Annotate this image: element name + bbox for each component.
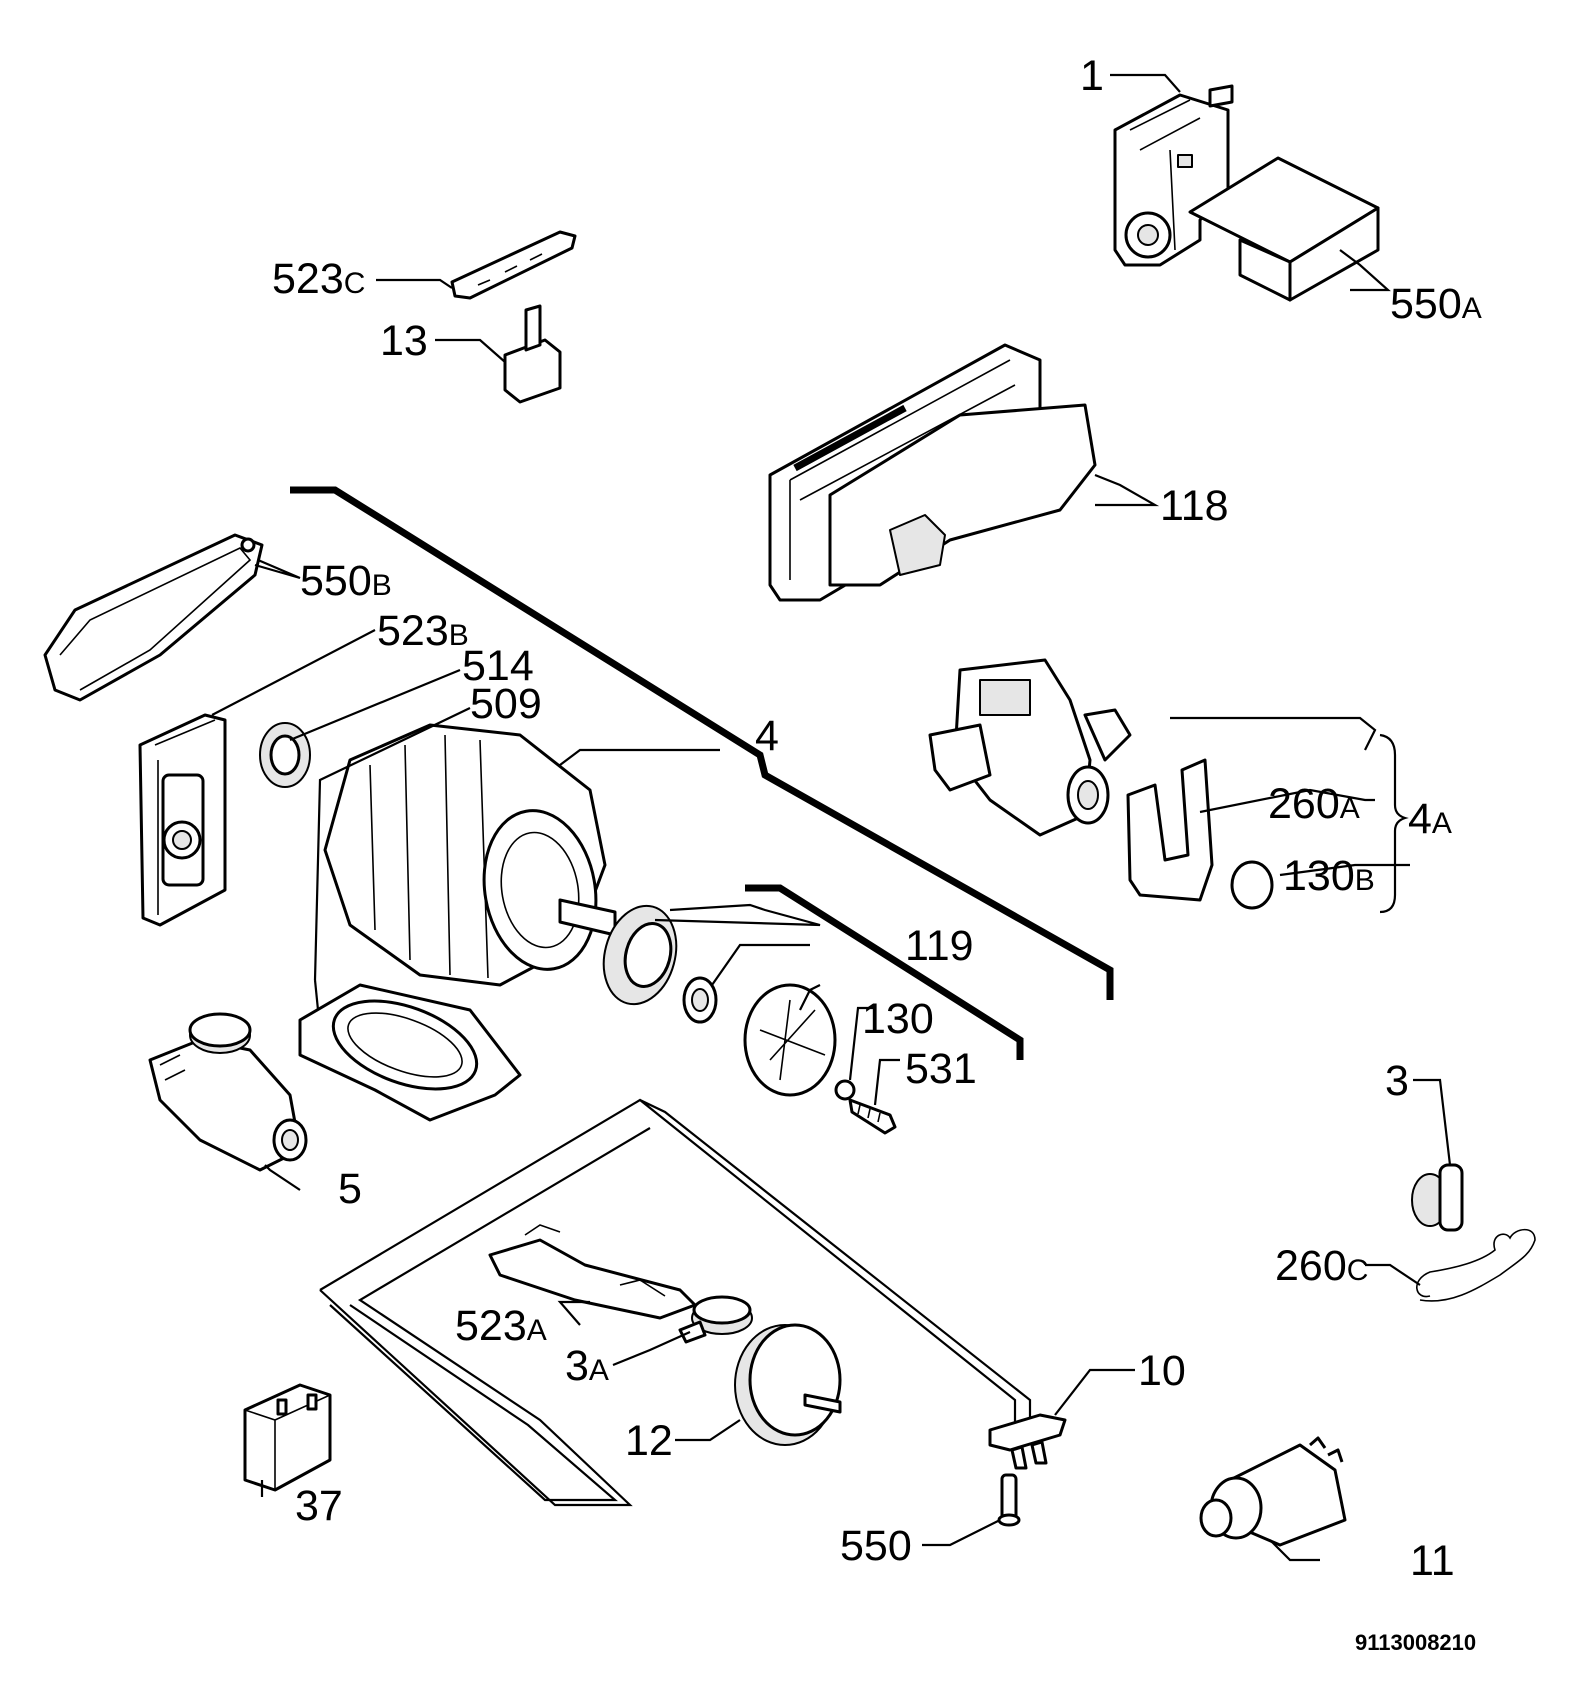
callout-12: 12: [625, 1417, 673, 1465]
callout-130: 130: [862, 995, 934, 1043]
callout-4: 4: [755, 712, 779, 760]
callout-13: 13: [380, 317, 428, 365]
part-3a-thermostat: [678, 1295, 753, 1344]
part-260c-wireclip: [1416, 1228, 1536, 1302]
callout-550: 550: [840, 1522, 912, 1570]
part-509-gasket: [298, 983, 522, 1122]
catalog-code: 9113008210: [1355, 1630, 1476, 1655]
part-260a-clip: [1126, 758, 1214, 902]
callout-4a: 4A: [1408, 795, 1452, 843]
part-550-pin: [997, 1473, 1021, 1527]
callout-514: 514: [462, 642, 534, 690]
callout-130b: 130B: [1283, 852, 1375, 900]
callout-531: 531: [905, 1045, 977, 1093]
part-5-valve: [148, 1012, 308, 1172]
part-531-screw: [848, 1098, 897, 1135]
callout-260a: 260A: [1268, 780, 1360, 828]
part-118-dispenser: [768, 343, 1097, 602]
callout-10: 10: [1138, 1347, 1186, 1395]
part-12-chamber: [734, 1323, 842, 1446]
callout-37: 37: [295, 1482, 343, 1530]
callout-550a: 550A: [1390, 280, 1482, 328]
part-4-motor: [323, 723, 617, 987]
part-3-sensor: [1411, 1163, 1464, 1232]
part-4a-pump: [928, 658, 1132, 837]
callout-523c: 523C: [272, 255, 365, 303]
part-550a-box: [1188, 156, 1380, 302]
callout-509: 509: [470, 680, 542, 728]
callout-3a: 3A: [565, 1342, 609, 1390]
callout-550b: 550B: [300, 557, 392, 605]
callout-1: 1: [1080, 52, 1104, 100]
callout-labels: 1 550A 523C 13 118 550B 523B 514 509 4 2…: [272, 52, 1482, 1585]
callout-119: 119: [905, 922, 974, 970]
part-514-ring: [259, 722, 311, 788]
callout-118: 118: [1160, 482, 1229, 530]
part-550b-cover: [43, 533, 264, 702]
part-523b-plate: [138, 713, 227, 927]
part-523c-bracket: [450, 230, 577, 300]
leader-lines: [211, 73, 1452, 1562]
callout-3: 3: [1385, 1057, 1409, 1105]
callout-523b: 523B: [377, 607, 469, 655]
callout-523a: 523A: [455, 1302, 547, 1350]
part-130-impeller: [743, 983, 856, 1101]
part-10-heater: [319, 1098, 1067, 1507]
callout-260c: 260C: [1275, 1242, 1368, 1290]
part-11-capacitor: [1199, 1436, 1347, 1547]
callout-5: 5: [338, 1165, 362, 1213]
part-1-timer: [1113, 84, 1234, 267]
callout-11: 11: [1410, 1537, 1455, 1585]
part-37-filter: [243, 1383, 332, 1492]
part-130b-oring: [1230, 860, 1274, 910]
part-119-seal: [602, 904, 718, 1024]
part-13-switch: [503, 304, 562, 404]
